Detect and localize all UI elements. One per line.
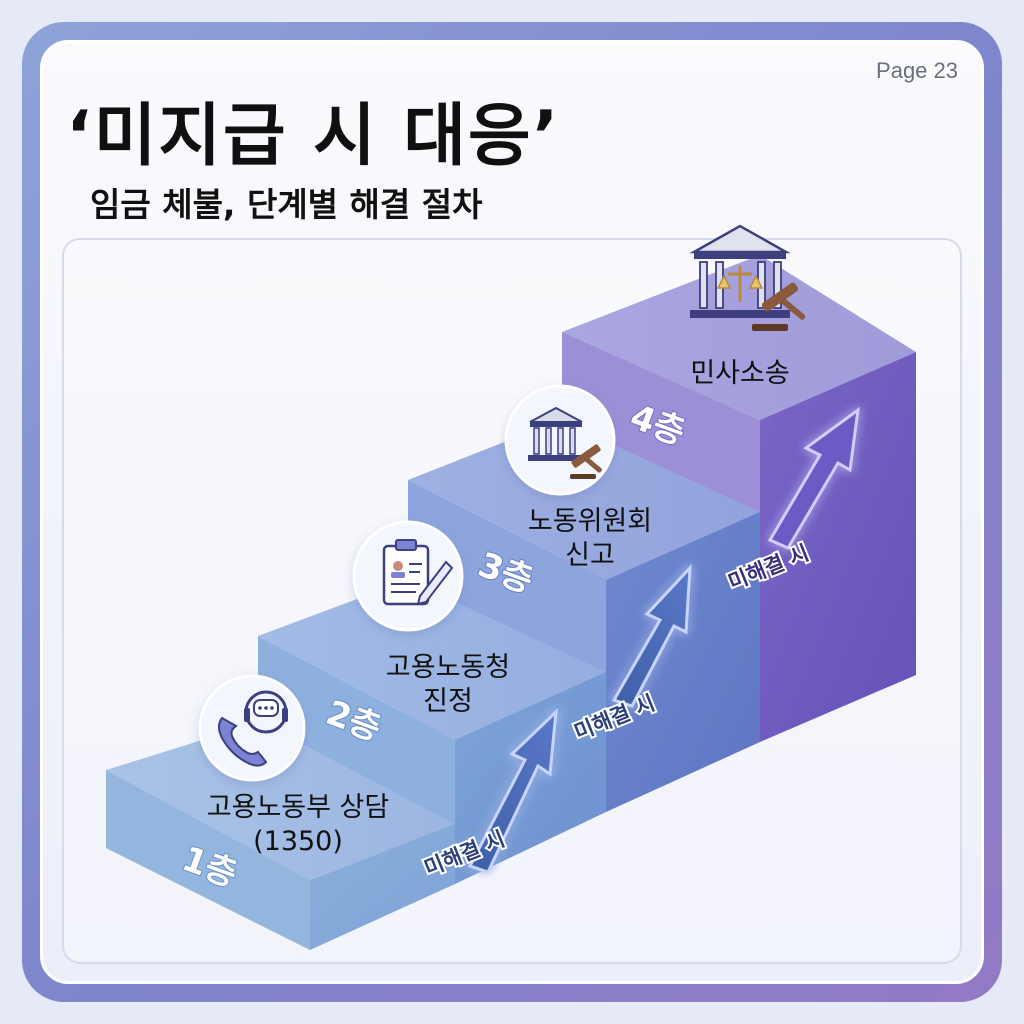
arrow-3-to-4 [767, 406, 860, 550]
step-1-label-line-1: 고용노동부 상담 [207, 792, 389, 823]
step-3-label-line-1: 노동위원회 [528, 506, 652, 537]
clipboard-pen-icon [352, 520, 464, 632]
page-subtitle: 임금 체불, 단계별 해결 절차 [90, 185, 483, 224]
page-number: Page 23 [876, 58, 958, 83]
step-1-label-line-2: (1350) [253, 826, 343, 857]
step-2-label-line-1: 고용노동청 [386, 652, 510, 683]
step-3-label-line-2: 신고 [565, 540, 615, 571]
step-1-block [106, 722, 455, 950]
page-title: ‘미지급 시 대응’ [66, 97, 561, 176]
step-2-label-line-2: 진정 [423, 686, 473, 717]
arrow-2-to-3 [611, 563, 692, 708]
step-4-label-line-1: 민사소송 [690, 358, 789, 389]
courthouse-gavel-icon [504, 384, 616, 496]
courthouse-scales-gavel-icon [689, 224, 806, 331]
arrow-1-to-2 [467, 708, 558, 874]
phone-headset-chat-icon [198, 674, 306, 782]
